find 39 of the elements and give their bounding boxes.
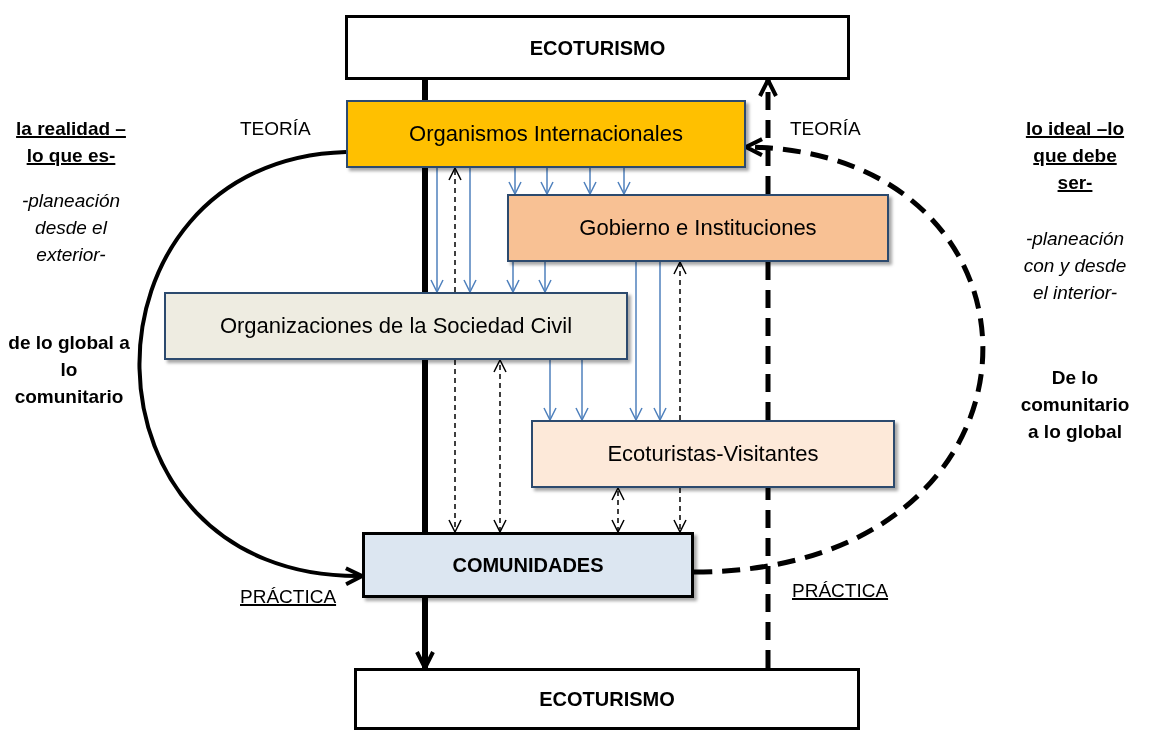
arrow — [463, 167, 477, 293]
side-label: TEORÍA — [240, 117, 312, 141]
arrow — [653, 261, 667, 421]
actor-box: Organismos Internacionales — [346, 100, 746, 168]
actor-box: Gobierno e Instituciones — [507, 194, 889, 262]
arrow — [673, 487, 687, 533]
side-label: -planeación con y desde el interior- — [1022, 227, 1128, 305]
arrow — [673, 261, 687, 421]
arrow — [583, 167, 597, 195]
arrow — [543, 359, 557, 421]
double-arrow — [493, 359, 507, 533]
arrow — [629, 261, 643, 421]
arrow — [538, 261, 552, 293]
arrow — [448, 359, 462, 533]
side-label: de lo global a lo comunitario — [7, 331, 131, 409]
side-label: -planeación desde el exterior- — [20, 189, 122, 267]
arrow — [506, 261, 520, 293]
actor-box: Organizaciones de la Sociedad Civil — [164, 292, 628, 360]
arrow — [575, 359, 589, 421]
side-label: De lo comunitario a lo global — [1019, 366, 1131, 444]
arrow — [508, 167, 522, 195]
arrow — [137, 150, 364, 585]
arrow — [693, 139, 985, 575]
side-label: PRÁCTICA — [240, 585, 338, 609]
arrow — [617, 167, 631, 195]
community-box: COMUNIDADES — [362, 532, 694, 598]
arrow — [415, 598, 435, 670]
double-arrow — [611, 487, 625, 533]
side-label: lo ideal –lo que debe ser- — [1024, 117, 1126, 195]
title-box: ECOTURISMO — [345, 15, 850, 80]
actor-box: Ecoturistas-Visitantes — [531, 420, 895, 488]
arrow — [430, 167, 444, 293]
arrow — [758, 78, 778, 194]
side-label: TEORÍA — [790, 117, 862, 141]
side-label: PRÁCTICA — [792, 579, 890, 603]
side-label: la realidad – lo que es- — [15, 117, 127, 168]
arrow — [540, 167, 554, 195]
title-box: ECOTURISMO — [354, 668, 860, 730]
arrow — [448, 167, 462, 293]
